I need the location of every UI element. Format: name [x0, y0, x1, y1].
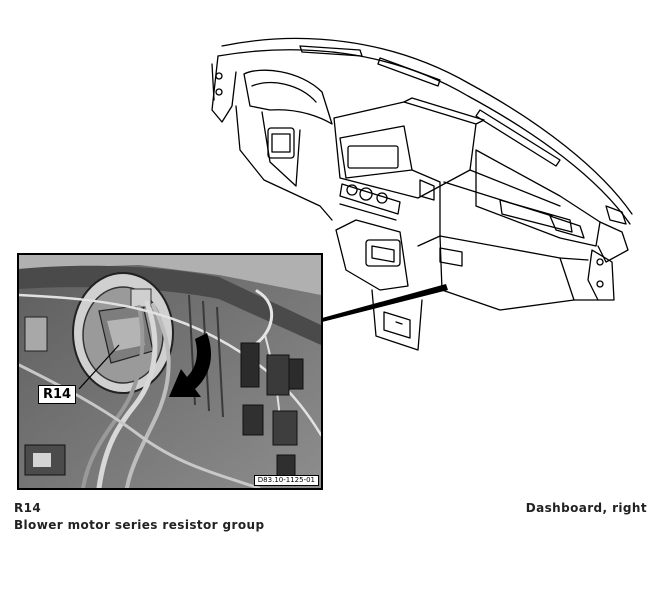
r14-callout-label: R14 — [38, 385, 77, 404]
instrument-cluster-hood — [243, 69, 333, 125]
photo-illustration — [19, 255, 321, 488]
component-code: R14 — [14, 501, 42, 515]
component-location: Dashboard, right — [525, 501, 647, 515]
direction-arrow — [169, 333, 211, 397]
inset-photo: R14 D83.10-1125-01 — [17, 253, 323, 490]
callout-pointer — [322, 284, 448, 322]
reference-code: D83.10-1125-01 — [253, 475, 319, 486]
component-description: Blower motor series resistor group — [14, 518, 265, 532]
glovebox — [439, 235, 575, 311]
dashboard-top-edge — [221, 37, 633, 215]
center-console — [333, 101, 477, 199]
